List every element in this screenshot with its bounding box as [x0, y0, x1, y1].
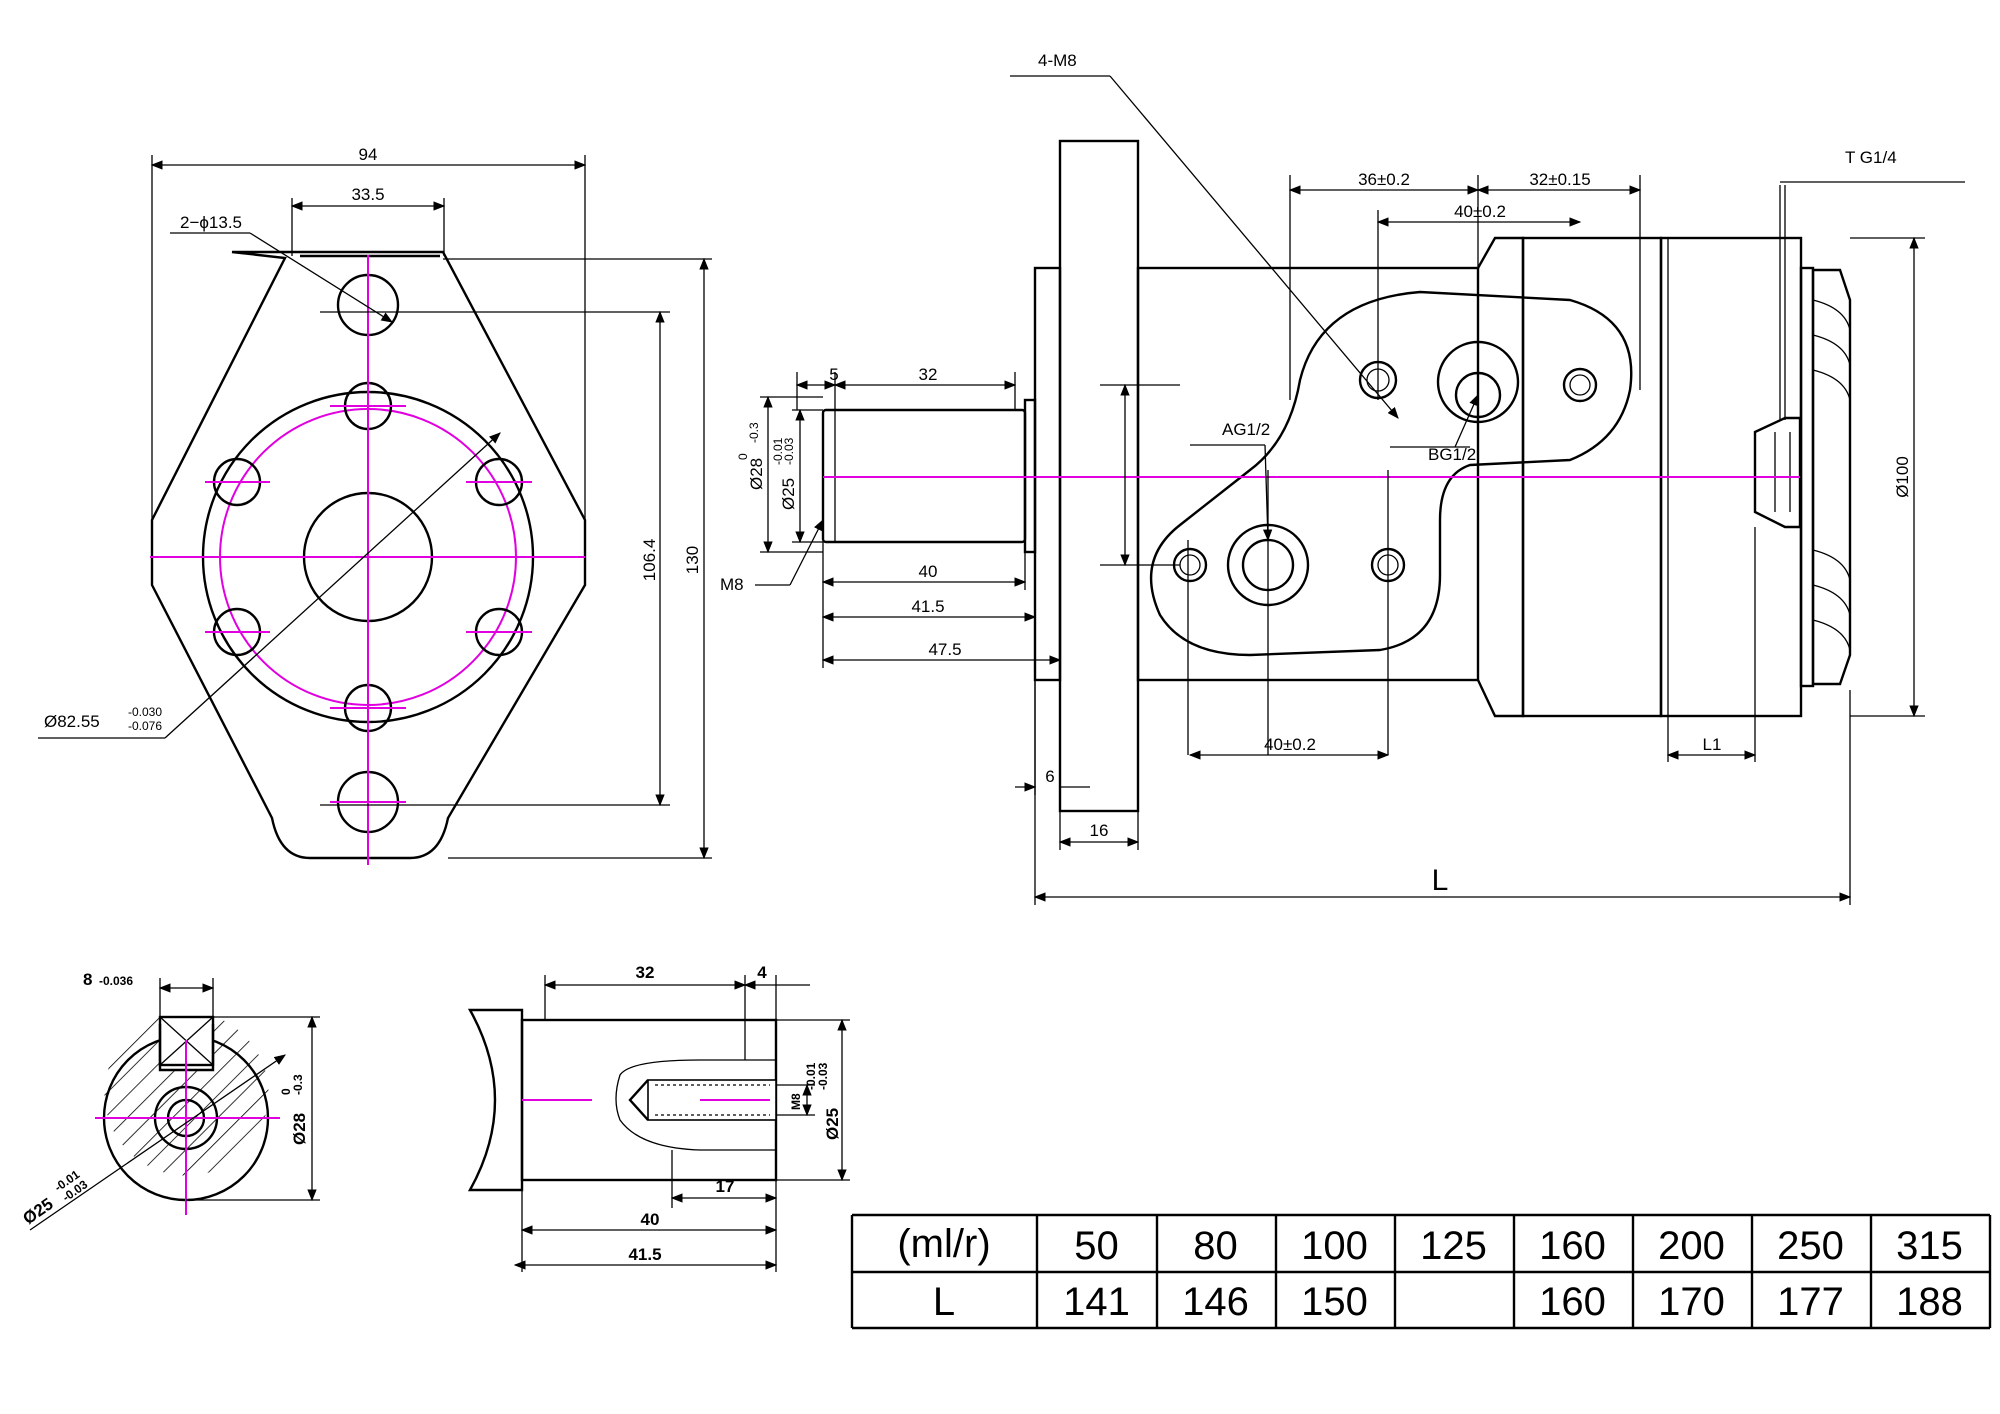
dim-diameter-100: Ø100 [1893, 456, 1912, 498]
front-view: 94 33.5 2−ϕ13.5 106.4 130 Ø82.55 -0.030 … [38, 145, 712, 865]
table-length-cell: 170 [1658, 1280, 1725, 1324]
dim-section-28-tol-lower: -0.3 [291, 1074, 305, 1095]
dim-pilot-tol-lower: -0.076 [128, 719, 162, 733]
dim-mount-holes: 2−ϕ13.5 [180, 213, 242, 232]
table-displacement-cell: 250 [1777, 1224, 1844, 1268]
side-port-b [1436, 340, 1520, 424]
shaft-detail: 32 4 M8 Ø25 -0.01 -0.03 17 40 41.5 [467, 963, 850, 1272]
dim-detail-4: 4 [757, 963, 767, 982]
label-thread-m8: M8 [720, 575, 744, 594]
dim-section-dia-28: Ø28 [290, 1113, 309, 1145]
dim-hole-spacing: 33.5 [351, 185, 384, 204]
dim-16: 16 [1090, 821, 1109, 840]
dim-6: 6 [1045, 767, 1054, 786]
dim-height-106: 106.4 [640, 539, 659, 582]
side-pilot [1033, 266, 1062, 682]
table-row-label: L [933, 1280, 955, 1324]
dim-detail-41-5: 41.5 [628, 1245, 661, 1264]
shaft-section: 8 -0.036 Ø28 0 -0.3 Ø25 -0.01 -0.03 [19, 970, 320, 1231]
detail-shaft-end [467, 1008, 524, 1192]
table-length-cell: 141 [1063, 1280, 1130, 1324]
table-length-cell: 146 [1182, 1280, 1249, 1324]
dim-shaft-32: 32 [919, 365, 938, 384]
dim-36: 36±0.2 [1358, 170, 1410, 189]
dim-shaft-40: 40 [919, 562, 938, 581]
dim-detail-32: 32 [636, 963, 655, 982]
dim-40-bottom: 40±0.2 [1264, 735, 1316, 754]
dim-key-width: 8 [83, 970, 92, 989]
dim-l1: L1 [1703, 735, 1722, 754]
dim-height-130: 130 [683, 546, 702, 574]
dim-detail-dia-25: Ø25 [823, 1108, 842, 1140]
table-displacement-cell: 50 [1074, 1224, 1119, 1268]
dim-overall-length: L [1432, 864, 1449, 897]
table-length-cell: 160 [1539, 1280, 1606, 1324]
dim-shaft-25-tol-upper: -0.01 [771, 437, 785, 465]
label-port-b: BG1/2 [1428, 445, 1476, 464]
table-length-cell: 188 [1896, 1280, 1963, 1324]
dim-detail-m8: M8 [789, 1093, 803, 1110]
dim-section-28-tol-upper: 0 [279, 1088, 293, 1095]
dim-detail-25-tol-lower: -0.03 [816, 1062, 830, 1090]
dim-32-top: 32±0.15 [1529, 170, 1590, 189]
dim-shaft-28-tol-upper: 0 [736, 453, 750, 460]
side-end-cap-ribs [1812, 299, 1851, 651]
table-header-label: (ml/r) [897, 1222, 990, 1266]
dim-shaft-dia-25: Ø25 [779, 478, 798, 510]
table-displacement-cell: 160 [1539, 1224, 1606, 1268]
side-port-plate [1149, 290, 1633, 657]
dim-pilot-diameter: Ø82.55 [44, 712, 100, 731]
dim-shaft-5: 5 [829, 365, 838, 384]
label-port-thread: 4-M8 [1038, 51, 1077, 70]
table-length-cell: 177 [1777, 1280, 1844, 1324]
label-tank-port: T G1/4 [1845, 148, 1897, 167]
dim-shaft-47-5: 47.5 [928, 640, 961, 659]
side-bolt-hole [1562, 367, 1598, 403]
side-tank-port [1753, 416, 1802, 529]
dim-key-tol: -0.036 [99, 974, 133, 988]
dim-shaft-41-5: 41.5 [911, 597, 944, 616]
dim-40-top: 40±0.2 [1454, 202, 1506, 221]
table-displacement-cell: 100 [1301, 1224, 1368, 1268]
side-view: T G1/4 4-M8 36±0.2 32±0.15 [720, 51, 1965, 905]
table-displacement-cell: 125 [1420, 1224, 1487, 1268]
label-port-a: AG1/2 [1222, 420, 1270, 439]
dim-width-94: 94 [359, 145, 378, 164]
side-housing [1136, 266, 1480, 682]
dim-detail-40: 40 [641, 1210, 660, 1229]
front-flange-outline [150, 250, 587, 860]
table-displacement-cell: 80 [1193, 1224, 1238, 1268]
dim-shaft-28-tol-lower: -0.3 [747, 422, 761, 443]
dim-section-dia-25: Ø25 [19, 1194, 56, 1228]
table-length-cell: 150 [1301, 1280, 1368, 1324]
table-displacement-cell: 315 [1896, 1224, 1963, 1268]
dim-shaft-25-tol-lower: -0.03 [782, 437, 796, 465]
dim-detail-17: 17 [716, 1177, 735, 1196]
dim-pilot-tol-upper: -0.030 [128, 705, 162, 719]
detail-section-hatch [615, 1059, 777, 1151]
dim-shaft-dia-28: Ø28 [747, 458, 766, 490]
spec-table: (ml/r) L 50 141 80 146 100 150 125 160 160 200 170… [850, 1213, 1992, 1330]
dim-detail-25-tol-upper: -0.01 [804, 1062, 818, 1090]
table-displacement-cell: 200 [1658, 1224, 1725, 1268]
